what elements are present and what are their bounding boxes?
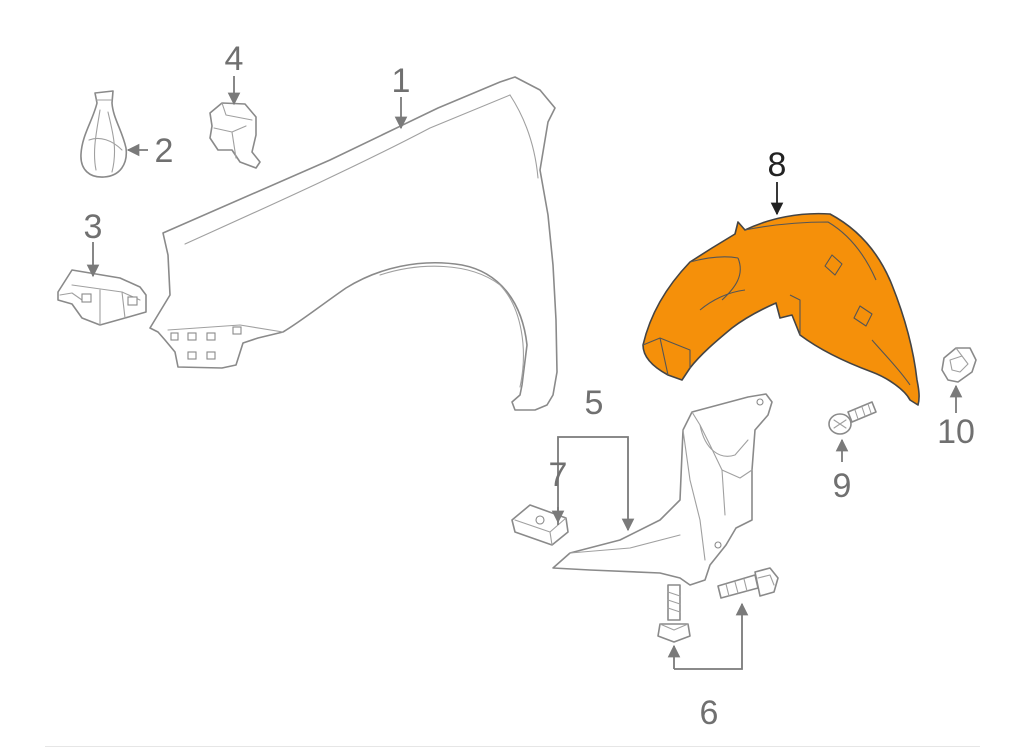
leader-6: [674, 602, 749, 670]
part-1-fender[interactable]: [149, 76, 558, 411]
callout-5: 5: [585, 384, 604, 422]
leader-5: [557, 436, 635, 532]
bottom-divider: [45, 746, 980, 747]
part-8-wheel-liner[interactable]: [642, 212, 920, 406]
callout-10: 10: [937, 413, 975, 451]
part-4-clip[interactable]: [209, 102, 261, 169]
part-5-splash-shield[interactable]: [552, 393, 773, 586]
callout-7: 7: [549, 456, 568, 494]
part-6-bolt-horizontal[interactable]: [717, 567, 779, 599]
part-10-push-clip[interactable]: [941, 347, 977, 383]
callout-4: 4: [225, 40, 244, 78]
callout-6: 6: [700, 694, 719, 732]
callout-8: 8: [768, 146, 787, 184]
part-2-grommet[interactable]: [80, 90, 128, 178]
callout-labels: 1 2 3 4 5 6 7 8 9 10: [84, 40, 975, 732]
callout-9: 9: [833, 467, 852, 505]
leaders: [86, 76, 963, 670]
callout-3: 3: [84, 208, 103, 246]
callout-2: 2: [155, 132, 174, 170]
part-9-screw[interactable]: [828, 401, 877, 435]
callout-1: 1: [392, 62, 411, 100]
part-7-clip-nut[interactable]: [511, 504, 569, 546]
part-6-bolt-vertical[interactable]: [657, 584, 691, 643]
part-3-bracket[interactable]: [57, 269, 147, 326]
